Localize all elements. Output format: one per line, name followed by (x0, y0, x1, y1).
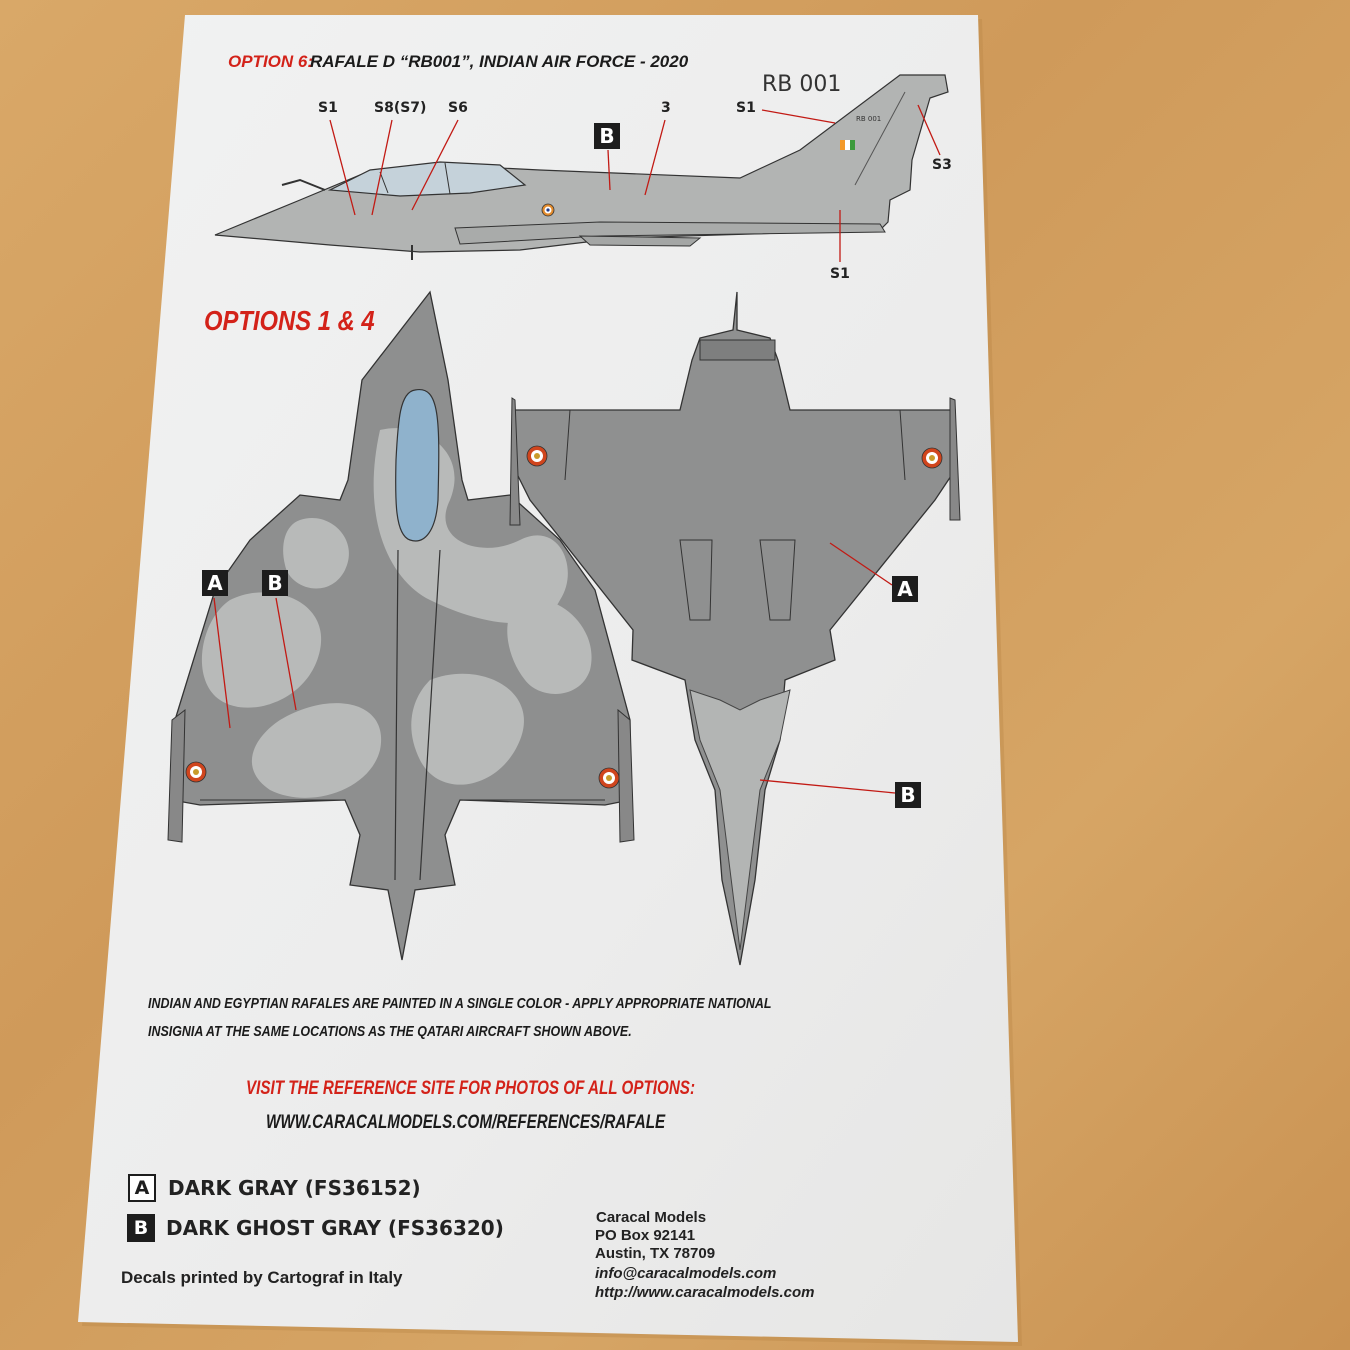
legend-text-b: DARK GHOST GRAY (FS36320) (166, 1216, 504, 1240)
legend-text-a: DARK GRAY (FS36152) (168, 1176, 421, 1200)
reference-heading: VISIT THE REFERENCE SITE FOR PHOTOS OF A… (246, 1078, 696, 1099)
tail-serial: RB 001 (856, 115, 882, 123)
callout-s3: S3 (932, 157, 952, 173)
address-web[interactable]: http://www.caracalmodels.com (595, 1284, 815, 1301)
option6-title: RAFALE D “RB001”, INDIAN AIR FORCE - 202… (310, 52, 689, 71)
callout-s6: S6 (448, 100, 468, 116)
address-city: Austin, TX 78709 (595, 1245, 716, 1262)
legend-key-a: A (128, 1174, 156, 1202)
serial-label: RB 001 (762, 72, 842, 97)
note-line-2: INSIGNIA AT THE SAME LOCATIONS AS THE QA… (148, 1023, 632, 1040)
color-marker-a-top: A (202, 570, 228, 596)
legend-key-b: B (127, 1214, 155, 1242)
callout-s1-tail: S1 (736, 100, 756, 116)
callout-s1-bottom: S1 (830, 266, 850, 282)
callout-s8: S8(S7) (374, 100, 427, 116)
address-name: Caracal Models (596, 1209, 707, 1226)
color-marker-b-side: B (594, 123, 620, 149)
address-box: PO Box 92141 (595, 1227, 696, 1244)
option6-label: OPTION 6: (228, 52, 314, 71)
printer-credit: Decals printed by Cartograf in Italy (121, 1268, 403, 1287)
address-email[interactable]: info@caracalmodels.com (595, 1265, 777, 1282)
callout-3: 3 (661, 100, 671, 116)
callout-s1-nose: S1 (318, 100, 338, 116)
color-marker-a-bottom: A (892, 576, 918, 602)
color-marker-b-bottom: B (895, 782, 921, 808)
note-line-1: INDIAN AND EGYPTIAN RAFALES ARE PAINTED … (148, 995, 772, 1012)
options-title: OPTIONS 1 & 4 (204, 305, 375, 336)
color-marker-b-top: B (262, 570, 288, 596)
reference-url[interactable]: WWW.CARACALMODELS.COM/REFERENCES/RAFALE (266, 1112, 666, 1133)
